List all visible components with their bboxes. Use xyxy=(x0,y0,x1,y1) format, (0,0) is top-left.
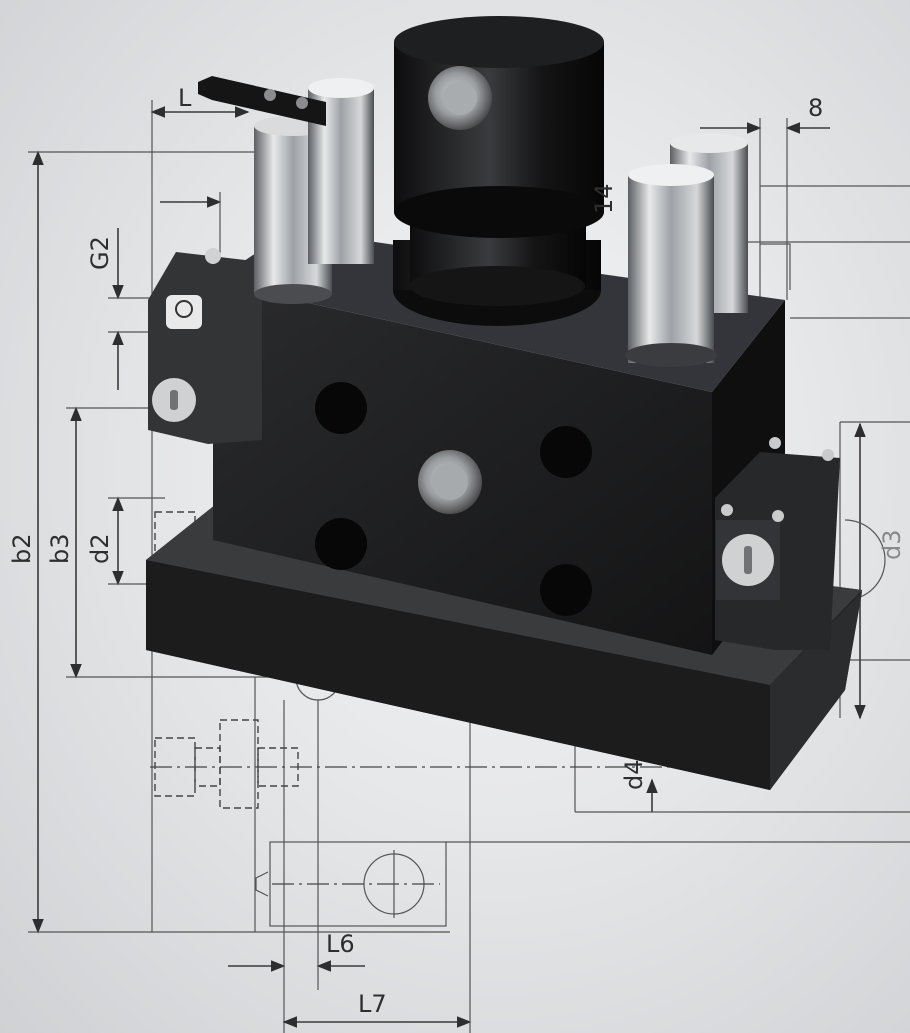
label-l6: L6 xyxy=(326,930,355,958)
port-holes xyxy=(315,382,592,616)
label-g2: G2 xyxy=(86,236,114,270)
label-d3: d3 xyxy=(878,529,906,560)
label-d2: d2 xyxy=(86,533,114,564)
central-cylinder xyxy=(393,16,604,326)
label-b3: b3 xyxy=(46,533,74,564)
label-14: 14 xyxy=(590,183,618,214)
dimension-labels: L 8 14 G2 b2 b3 d2 d3 d4 L6 L7 xyxy=(8,84,906,1018)
piston-left xyxy=(198,76,374,304)
hydraulic-unit xyxy=(146,16,862,790)
label-b2: b2 xyxy=(8,533,36,564)
label-l: L xyxy=(178,84,192,112)
piston-right xyxy=(625,133,748,367)
label-d4: d4 xyxy=(620,759,648,790)
label-8: 8 xyxy=(808,94,823,122)
label-l7: L7 xyxy=(358,990,387,1018)
